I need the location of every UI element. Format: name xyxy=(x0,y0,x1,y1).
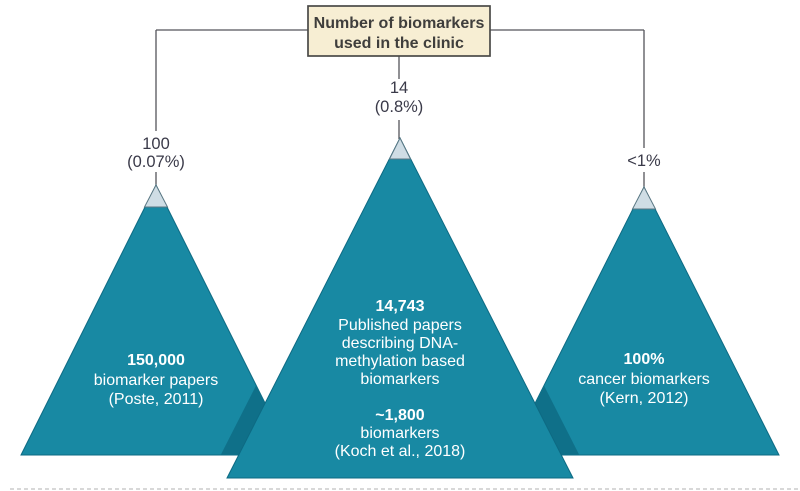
pyramid-left-stat: 150,000 xyxy=(127,352,185,369)
pyramid-center-label2: biomarkers xyxy=(360,425,439,442)
pyramid-right-label: cancer biomarkers xyxy=(578,371,710,388)
pyramid-right-citation: (Kern, 2012) xyxy=(600,390,689,407)
pyramid-center-stat: 14,743 xyxy=(376,298,425,315)
clinic-count-box-line2: used in the clinic xyxy=(334,35,464,52)
pyramid-left-tip xyxy=(143,183,169,208)
clinic-count-box-line1: Number of biomarkers xyxy=(314,15,485,32)
pyramid-right xyxy=(508,185,780,456)
pyramid-center-desc-line2: describing DNA- xyxy=(342,335,458,352)
pyramid-center-stat2: ~1,800 xyxy=(375,407,424,424)
clinic-count-box xyxy=(307,5,491,57)
pyramid-center-tip xyxy=(388,136,412,160)
pyramid-center-desc-line4: biomarkers xyxy=(360,371,439,388)
branch-left-value: 100 xyxy=(142,135,170,153)
pyramid-center-left-shadow xyxy=(209,185,291,455)
pyramid-center-desc-line1: Published papers xyxy=(338,317,462,334)
branch-center-value: 14 xyxy=(390,79,408,97)
branch-left-percent: (0.07%) xyxy=(127,153,185,171)
pyramid-center xyxy=(226,136,574,479)
pyramid-center-desc-line3: methylation based xyxy=(335,353,465,370)
pyramid-left xyxy=(20,183,292,456)
pyramid-left-citation: (Poste, 2011) xyxy=(109,391,204,408)
pyramid-right-stat: 100% xyxy=(624,351,665,368)
branch-right-value: <1% xyxy=(627,152,661,170)
pyramid-right-tip xyxy=(631,185,657,210)
pyramid-center-citation: (Koch et al., 2018) xyxy=(335,443,466,460)
pyramid-center-right-shadow xyxy=(509,187,591,455)
branch-center-percent: (0.8%) xyxy=(375,98,424,116)
pyramid-left-label: biomarker papers xyxy=(94,372,219,389)
